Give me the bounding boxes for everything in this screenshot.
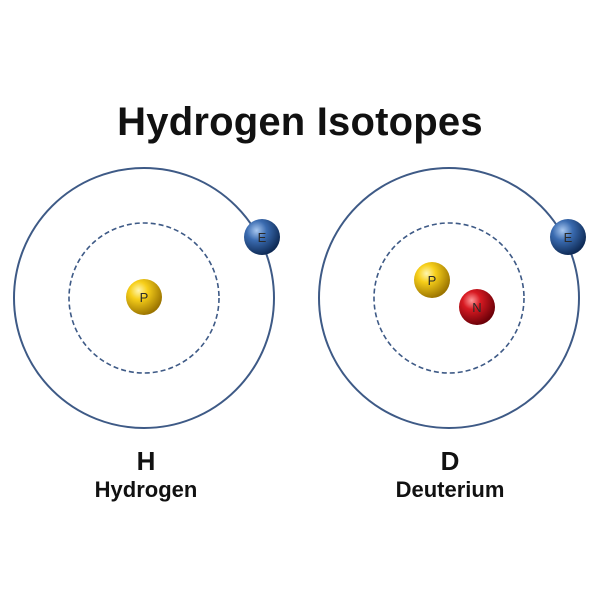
deuterium-outer-orbit <box>318 167 580 429</box>
deuterium-proton-label: P <box>428 273 437 288</box>
hydrogen-inner-orbit <box>68 222 220 374</box>
hydrogen-atom: P E <box>13 167 280 429</box>
deuterium-proton: P <box>414 262 450 298</box>
hydrogen-electron: E <box>244 219 280 255</box>
deuterium-neutron: N <box>459 289 495 325</box>
deuterium-electron: E <box>550 219 586 255</box>
deuterium-atom: P N E <box>318 167 586 429</box>
deuterium-inner-orbit <box>373 222 525 374</box>
hydrogen-name: Hydrogen <box>94 477 198 502</box>
deuterium-neutron-label: N <box>472 300 481 315</box>
deuterium-name: Deuterium <box>395 477 505 502</box>
deuterium-symbol: D <box>440 446 460 476</box>
deuterium-electron-label: E <box>564 230 573 245</box>
diagram-title: Hydrogen Isotopes <box>117 100 483 144</box>
hydrogen-electron-label: E <box>258 230 267 245</box>
hydrogen-outer-orbit <box>13 167 275 429</box>
hydrogen-proton-label: P <box>140 290 149 305</box>
hydrogen-symbol: H <box>136 446 156 476</box>
hydrogen-proton: P <box>126 279 162 315</box>
